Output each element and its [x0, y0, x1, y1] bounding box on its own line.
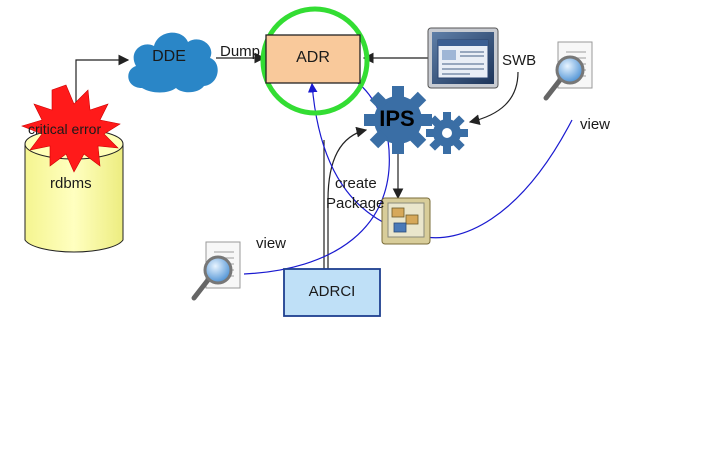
critical-error-label: critical error — [28, 121, 102, 137]
error-burst-icon — [21, 84, 121, 173]
dde-label: DDE — [152, 48, 186, 65]
package-icon — [381, 197, 431, 245]
ips-label: IPS — [379, 106, 415, 131]
edge-swb-to-ips — [468, 71, 519, 126]
monitor-icon — [427, 27, 499, 89]
adr-label: ADR — [296, 49, 330, 66]
swb-label: SWB — [502, 52, 537, 69]
adrci-node[interactable] — [283, 268, 381, 317]
edge-view-right — [307, 82, 573, 239]
magnifier-document-icon[interactable] — [543, 41, 593, 101]
edge-rdbms-to-dde — [75, 54, 130, 120]
highlight-ring — [260, 6, 370, 116]
cloud-icon — [128, 32, 218, 93]
package-label: Package — [326, 195, 385, 212]
edge-create-package — [323, 126, 368, 270]
magnifier-document-icon[interactable] — [191, 241, 241, 301]
gear-icon — [364, 86, 468, 154]
edge-view-left — [243, 73, 390, 275]
rdbms-label: rdbms — [50, 175, 92, 192]
view-left-label: view — [256, 235, 287, 252]
adr-node[interactable] — [260, 6, 370, 116]
create-label: create — [335, 175, 377, 192]
dump-label: Dump — [220, 43, 261, 60]
adrci-label: ADRCI — [308, 283, 356, 300]
view-right-label: view — [580, 116, 611, 133]
